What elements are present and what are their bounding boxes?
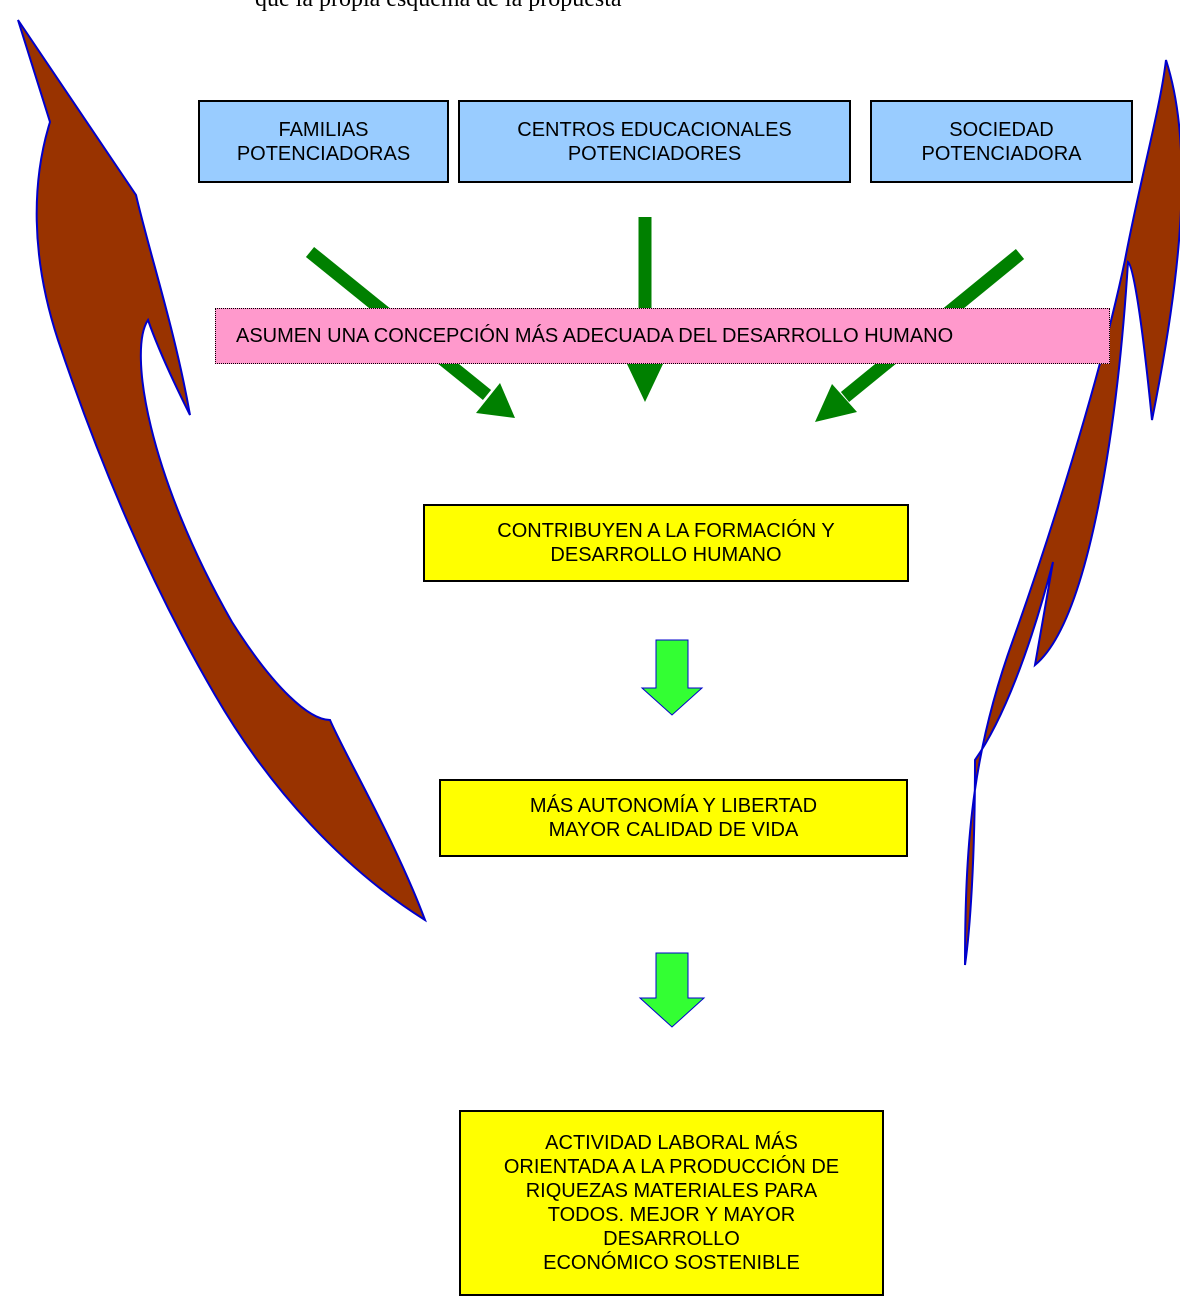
left-side-curved-arrow xyxy=(17,19,427,923)
top-text-fragment: que la propia esquema de la propuesta xyxy=(255,0,955,14)
step-box-autonomia: MÁS AUTONOMÍA Y LIBERTAD MAYOR CALIDAD D… xyxy=(439,779,908,857)
flow-arrow-1 xyxy=(640,639,704,716)
source-box-sociedad: SOCIEDAD POTENCIADORA xyxy=(870,100,1133,183)
arrowhead-center xyxy=(627,364,663,402)
arrowhead-right xyxy=(815,384,857,422)
concept-banner: ASUMEN UNA CONCEPCIÓN MÁS ADECUADA DEL D… xyxy=(215,308,1110,364)
arrowhead-left xyxy=(476,383,515,418)
source-box-centros: CENTROS EDUCACIONALES POTENCIADORES xyxy=(458,100,851,183)
step-box-formacion: CONTRIBUYEN A LA FORMACIÓN Y DESARROLLO … xyxy=(423,504,909,582)
flow-arrow-2 xyxy=(638,952,706,1028)
source-box-familias: FAMILIAS POTENCIADORAS xyxy=(198,100,449,183)
step-box-actividad-laboral: ACTIVIDAD LABORAL MÁS ORIENTADA A LA PRO… xyxy=(459,1110,884,1296)
right-side-curved-arrow xyxy=(964,59,1180,966)
